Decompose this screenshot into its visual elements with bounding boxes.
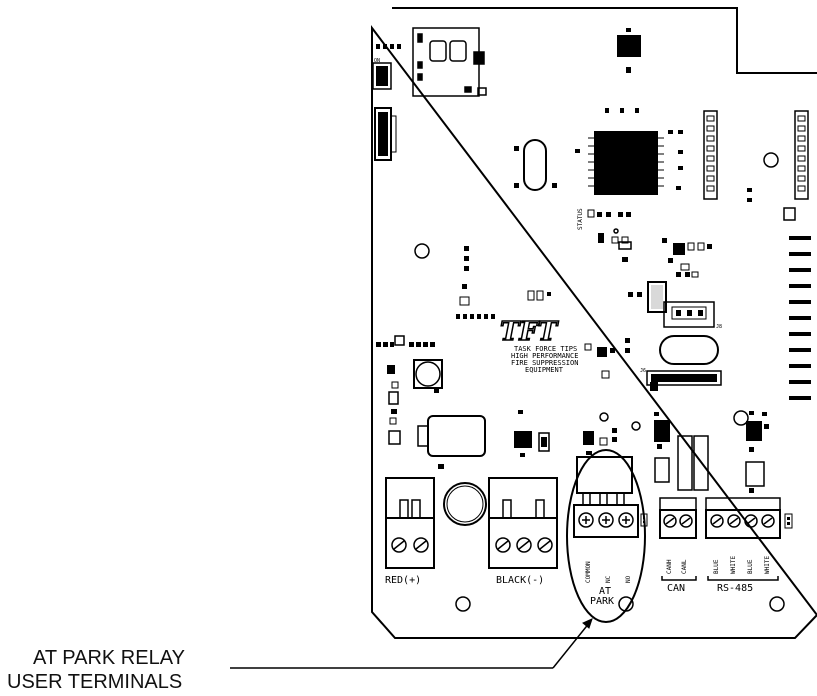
label-blue-2: BLUE bbox=[747, 559, 754, 574]
board-outline bbox=[371, 7, 817, 639]
label-canl: CANL bbox=[681, 559, 688, 574]
microcontroller bbox=[575, 108, 683, 195]
logo-mark: TFT bbox=[500, 317, 559, 347]
terminal-block-black: BLACK(-) bbox=[488, 477, 558, 586]
label-blue-1: BLUE bbox=[713, 559, 720, 574]
status-leds: STATUS bbox=[577, 208, 631, 230]
misc-components-centre bbox=[456, 233, 712, 319]
relay-side-parts bbox=[640, 513, 793, 529]
sd-card-holder bbox=[412, 27, 487, 97]
callout-label: AT PARK RELAY USER TERMINALS bbox=[7, 646, 185, 694]
terminal-block-red: RED(+) bbox=[385, 477, 435, 586]
label-black: BLACK(-) bbox=[496, 575, 544, 586]
top-ic bbox=[617, 28, 641, 73]
logo-line4: EQUIPMENT bbox=[525, 366, 564, 374]
terminal-block-can: CANH CANL CAN bbox=[659, 497, 697, 594]
dip-switch: ON bbox=[372, 58, 392, 90]
crystal bbox=[514, 139, 557, 191]
label-canh: CANH bbox=[666, 559, 673, 574]
oval-crystal bbox=[659, 335, 719, 365]
callout-leader bbox=[230, 618, 593, 669]
label-j8: J8 bbox=[716, 324, 722, 330]
label-j6: J6 bbox=[640, 368, 646, 374]
components-near-logo bbox=[584, 338, 658, 391]
logo-line2: HIGH PERFORMANCE bbox=[511, 352, 578, 360]
logo-line1: TASK FORCE TIPS bbox=[514, 345, 577, 353]
inductor bbox=[417, 415, 486, 457]
label-rs485: RS-485 bbox=[717, 583, 753, 594]
terminal-block-rs485: BLUE WHITE BLUE WHITE RS-485 bbox=[705, 497, 781, 594]
at-park-relay-terminals: COMMON NC NO AT PARK bbox=[566, 449, 646, 623]
label-can: CAN bbox=[667, 583, 685, 594]
middle-ics bbox=[514, 410, 769, 493]
header-connector-1 bbox=[703, 110, 718, 200]
callout-line-1: AT PARK RELAY bbox=[33, 647, 185, 669]
tft-logo: TFT TASK FORCE TIPS HIGH PERFORMANCE FIR… bbox=[499, 316, 578, 374]
pads-top-left bbox=[376, 44, 401, 49]
left-middle-components bbox=[376, 335, 444, 469]
label-red: RED(+) bbox=[385, 575, 421, 586]
right-pad-grid bbox=[789, 236, 811, 400]
highlight-oval bbox=[566, 449, 646, 623]
label-nc: NC bbox=[605, 575, 612, 583]
left-side-connector bbox=[374, 107, 397, 161]
logo-line3: FIRE SUPPRESSION bbox=[511, 359, 578, 367]
label-at: AT bbox=[599, 586, 611, 597]
label-white-2: WHITE bbox=[764, 556, 771, 574]
connector-j8: J8 bbox=[663, 301, 722, 330]
capacitor-round bbox=[443, 482, 487, 526]
label-no: NO bbox=[625, 575, 632, 583]
label-white-1: WHITE bbox=[730, 556, 737, 574]
label-status: STATUS bbox=[577, 208, 584, 230]
label-common: COMMON bbox=[585, 561, 592, 583]
label-park: PARK bbox=[590, 596, 614, 607]
label-on: ON bbox=[374, 58, 380, 64]
connector-j6: J6 bbox=[640, 368, 722, 386]
mounting-holes bbox=[414, 228, 785, 612]
callout-line-2: USER TERMINALS bbox=[7, 671, 183, 693]
header-connector-2 bbox=[747, 110, 809, 221]
